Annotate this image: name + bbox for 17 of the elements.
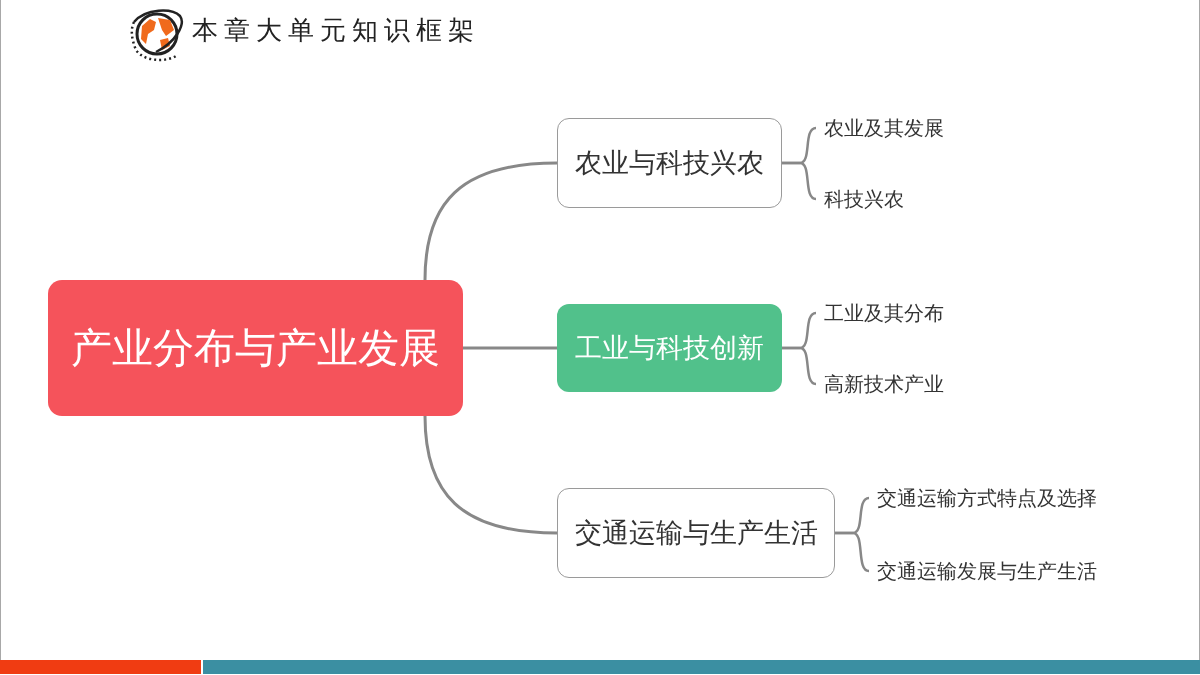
branch-label: 交通运输发展与生产生活 [869,555,1097,587]
connector [835,531,870,573]
topic-box: 产业分布与产业发展 [48,280,463,416]
slide-title: 本章大单元知识框架 [192,14,480,47]
subtopic-box: 农业与科技兴农 [557,118,782,208]
connector [423,161,558,281]
subtopic-box: 工业与科技创新 [557,304,782,392]
subtopic-box: 交通运输与生产生活 [557,488,835,578]
branch-label: 高新技术产业 [816,368,944,400]
branch-label: 农业及其发展 [816,112,944,144]
branch-label: 科技兴农 [816,183,904,215]
connector [423,415,558,535]
branch-label: 工业及其分布 [816,297,944,329]
connector [782,346,817,386]
connector [463,346,557,350]
connector [782,161,817,201]
branch-label: 交通运输方式特点及选择 [869,482,1097,514]
